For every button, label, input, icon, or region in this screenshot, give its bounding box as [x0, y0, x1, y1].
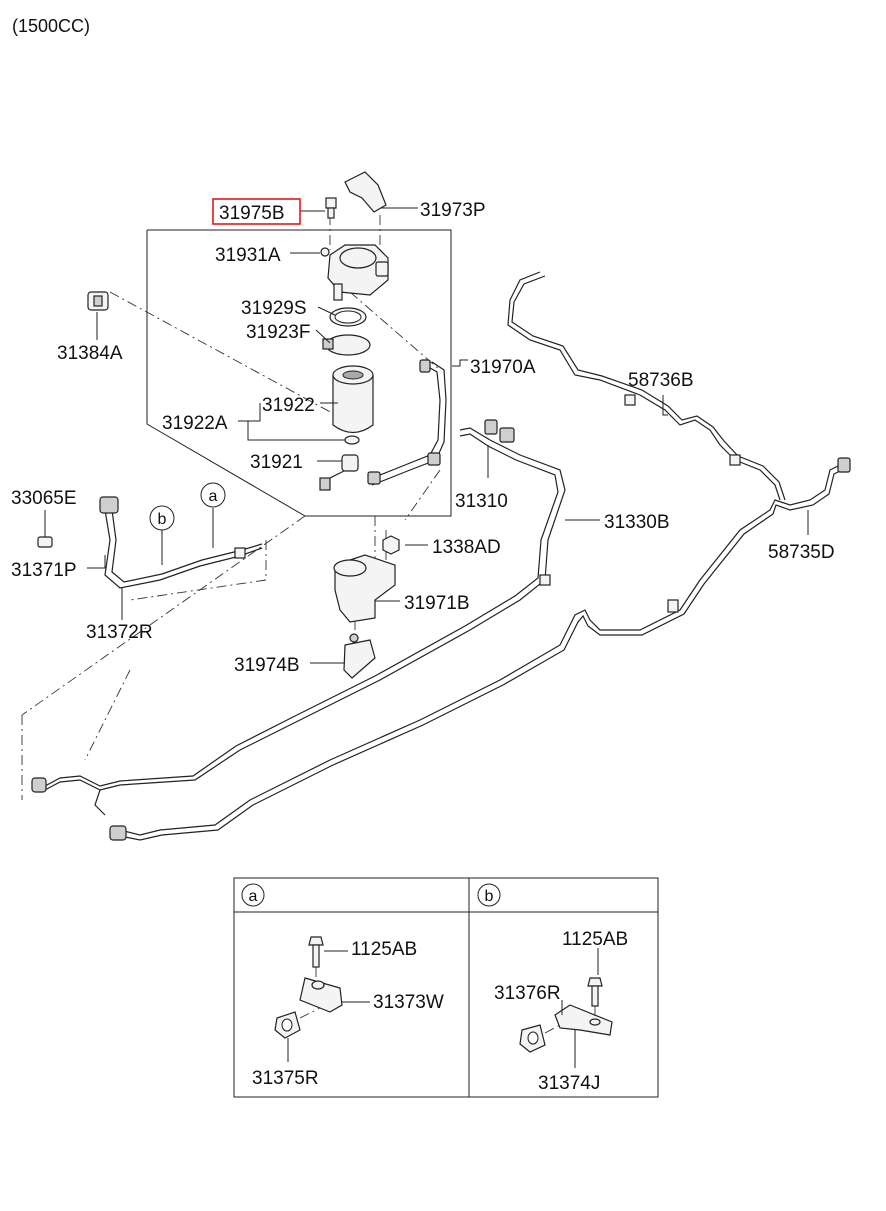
bolt-icon: [587, 977, 603, 1007]
bracket-31373w-icon: [299, 977, 343, 1013]
callout-circle-a: a: [200, 482, 226, 508]
pipe-clip-icon: [667, 599, 679, 613]
part-label-31974b[interactable]: 31974B: [234, 655, 300, 676]
part-label-1338ad[interactable]: 1338AD: [432, 537, 501, 558]
filter-assembly-box: [146, 229, 452, 517]
bracket-31973p-icon: [344, 171, 387, 213]
detail-header-a: a: [249, 888, 258, 905]
water-sensor-31921-icon: [319, 454, 359, 491]
clip-31384a-icon: [87, 291, 109, 311]
part-label-31922a[interactable]: 31922A: [162, 413, 228, 434]
part-label-33065e[interactable]: 33065E: [11, 488, 77, 509]
detail-b-parts: [519, 948, 613, 1068]
quick-connector-icon: [419, 359, 431, 373]
svg-text:a: a: [209, 488, 218, 505]
part-label-58736b[interactable]: 58736B: [628, 370, 694, 391]
part-label-31372r[interactable]: 31372R: [86, 622, 153, 643]
svg-text:b: b: [158, 511, 167, 528]
bracket-31971b-icon: [333, 554, 396, 623]
part-label-1125ab-b[interactable]: 1125AB: [562, 929, 628, 950]
bolt-31975b-icon: [325, 197, 337, 219]
clip-31375r-icon: [274, 1011, 301, 1039]
pipe-clip-icon: [624, 394, 636, 406]
part-label-31929s[interactable]: 31929S: [241, 298, 307, 319]
fuel-pipes: [31, 271, 851, 841]
pipe-clip-icon: [539, 574, 551, 586]
part-label-31310[interactable]: 31310: [455, 491, 508, 512]
pipe-clip-icon: [234, 547, 246, 559]
detail-header-b: b: [485, 888, 494, 905]
part-label-31975b[interactable]: 31975B: [219, 203, 285, 224]
bracket-31974b-icon: [343, 639, 376, 679]
detail-a-parts: [274, 936, 370, 1062]
nut-1338ad-icon: [382, 535, 400, 555]
engine-caption: (1500CC): [12, 16, 90, 36]
bolt-icon: [308, 936, 324, 968]
pipe-clip-icon: [729, 454, 741, 466]
quick-connector-icon: [99, 496, 119, 514]
part-label-31921[interactable]: 31921: [250, 452, 303, 473]
quick-connector-icon: [367, 471, 381, 485]
part-label-31922[interactable]: 31922: [262, 395, 315, 416]
part-label-31376r[interactable]: 31376R: [494, 983, 561, 1004]
quick-connector-icon: [484, 419, 498, 435]
part-label-31970a[interactable]: 31970A: [470, 357, 536, 378]
sensor-31923f-icon: [322, 334, 371, 356]
quick-connector-icon: [31, 777, 47, 793]
reference-dash-lines: [21, 215, 441, 800]
bracket-31374j-icon: [554, 1004, 613, 1036]
callout-circle-b: b: [149, 505, 175, 531]
cap-33065e-icon: [37, 536, 53, 548]
part-label-31371p[interactable]: 31371P: [11, 560, 77, 581]
part-label-31375r[interactable]: 31375R: [252, 1068, 319, 1089]
part-label-31384a[interactable]: 31384A: [57, 343, 123, 364]
fuel-filter-head-icon: [327, 244, 389, 301]
part-label-31374j[interactable]: 31374J: [538, 1073, 600, 1094]
quick-connector-icon: [427, 452, 441, 466]
seal-31922a-icon: [344, 435, 360, 445]
part-label-31330b[interactable]: 31330B: [604, 512, 670, 533]
detail-table: a b: [233, 877, 659, 1098]
quick-connector-icon: [837, 457, 851, 473]
part-label-31931a[interactable]: 31931A: [215, 245, 281, 266]
fuel-filter-cartridge-icon: [332, 365, 374, 434]
part-label-31373w[interactable]: 31373W: [373, 992, 444, 1013]
part-label-31971b[interactable]: 31971B: [404, 593, 470, 614]
quick-connector-icon: [109, 825, 127, 841]
part-label-1125ab-a[interactable]: 1125AB: [351, 939, 417, 960]
clip-31376r-icon: [519, 1024, 546, 1053]
part-label-31923f[interactable]: 31923F: [246, 322, 310, 343]
quick-connector-icon: [499, 427, 515, 443]
part-label-58735d[interactable]: 58735D: [768, 542, 835, 563]
part-label-31973p[interactable]: 31973P: [420, 200, 486, 221]
highlight-box: [212, 198, 301, 225]
leader-lines: [44, 207, 809, 664]
oring-31931a-icon: [320, 247, 330, 257]
